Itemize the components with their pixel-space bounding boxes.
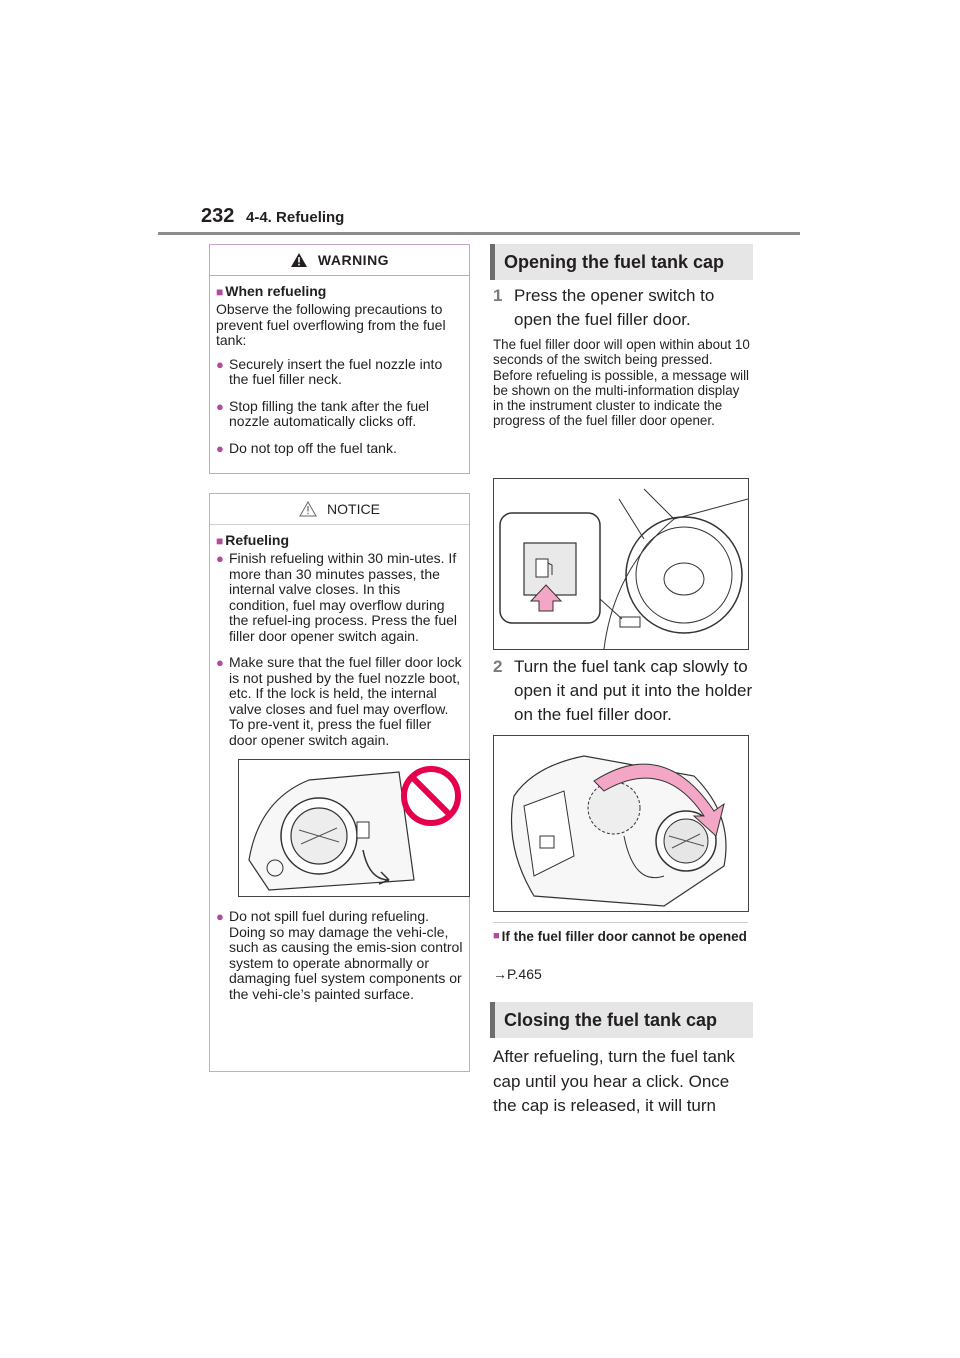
warning-bullet: ●Securely insert the fuel nozzle into th…: [216, 355, 443, 387]
step-number: 1: [493, 286, 503, 305]
subheading-rule: [493, 922, 748, 923]
bullet-dot-icon: ●: [216, 440, 224, 456]
bullet-dot-icon: ●: [216, 909, 224, 924]
step-text: Press the opener switch to open the fuel…: [514, 286, 715, 329]
notice-bullet: ●Do not spill fuel during refueling. Doi…: [216, 908, 463, 1002]
step-text: Turn the fuel tank cap slowly to open it…: [514, 657, 753, 724]
page-reference-link[interactable]: →P.465: [493, 966, 542, 982]
notice-bullet: ●Finish refueling within 30 min-utes. If…: [216, 550, 458, 644]
notice-bullet: ●Make sure that the fuel filler door loc…: [216, 654, 462, 748]
square-bullet-icon: ■: [493, 930, 500, 942]
warning-triangle-icon: [290, 253, 307, 267]
bullet-dot-icon: ●: [216, 398, 224, 414]
step-1: 1 Press the opener switch to open the fu…: [493, 284, 753, 332]
warning-box: WARNING ■When refueling Observe the foll…: [209, 244, 470, 474]
step-number: 2: [493, 657, 503, 676]
opener-switch-illustration: [493, 478, 749, 650]
step-1-note: The fuel filler door will open within ab…: [493, 337, 750, 429]
fuel-filler-prohibited-illustration: [238, 759, 470, 897]
section-title: 4-4. Refueling: [246, 209, 345, 226]
opening-heading-tab: Opening the fuel tank cap: [490, 244, 753, 280]
notice-header: NOTICE: [210, 494, 469, 525]
bullet-dot-icon: ●: [216, 551, 224, 566]
closing-heading-tab: Closing the fuel tank cap: [490, 1002, 753, 1038]
warning-bullet: ●Stop filling the tank after the fuel no…: [216, 397, 430, 429]
warning-header: WARNING: [210, 245, 469, 276]
fuel-cap-illustration: [493, 735, 749, 912]
notice-label: NOTICE: [327, 501, 380, 517]
notice-subheading: ■Refueling: [216, 532, 290, 548]
notice-box: NOTICE ■Refueling ●Finish refueling with…: [209, 493, 470, 1072]
square-bullet-icon: ■: [216, 285, 224, 299]
page-number: 232: [201, 205, 235, 227]
warning-subheading: ■When refueling: [216, 283, 327, 299]
step-2: 2 Turn the fuel tank cap slowly to open …: [493, 655, 753, 727]
header-rule: [158, 232, 800, 235]
warning-intro: Observe the following precautions to pre…: [216, 301, 446, 348]
bullet-dot-icon: ●: [216, 655, 224, 670]
cannot-open-subheading: ■If the fuel filler door cannot be opene…: [493, 929, 747, 944]
warning-label: WARNING: [317, 252, 390, 268]
warning-bullet: ●Do not top off the fuel tank.: [216, 439, 397, 456]
square-bullet-icon: ■: [216, 534, 224, 548]
closing-text: After refueling, turn the fuel tank cap …: [493, 1047, 735, 1115]
notice-triangle-icon: [299, 501, 317, 517]
bullet-dot-icon: ●: [216, 356, 224, 372]
